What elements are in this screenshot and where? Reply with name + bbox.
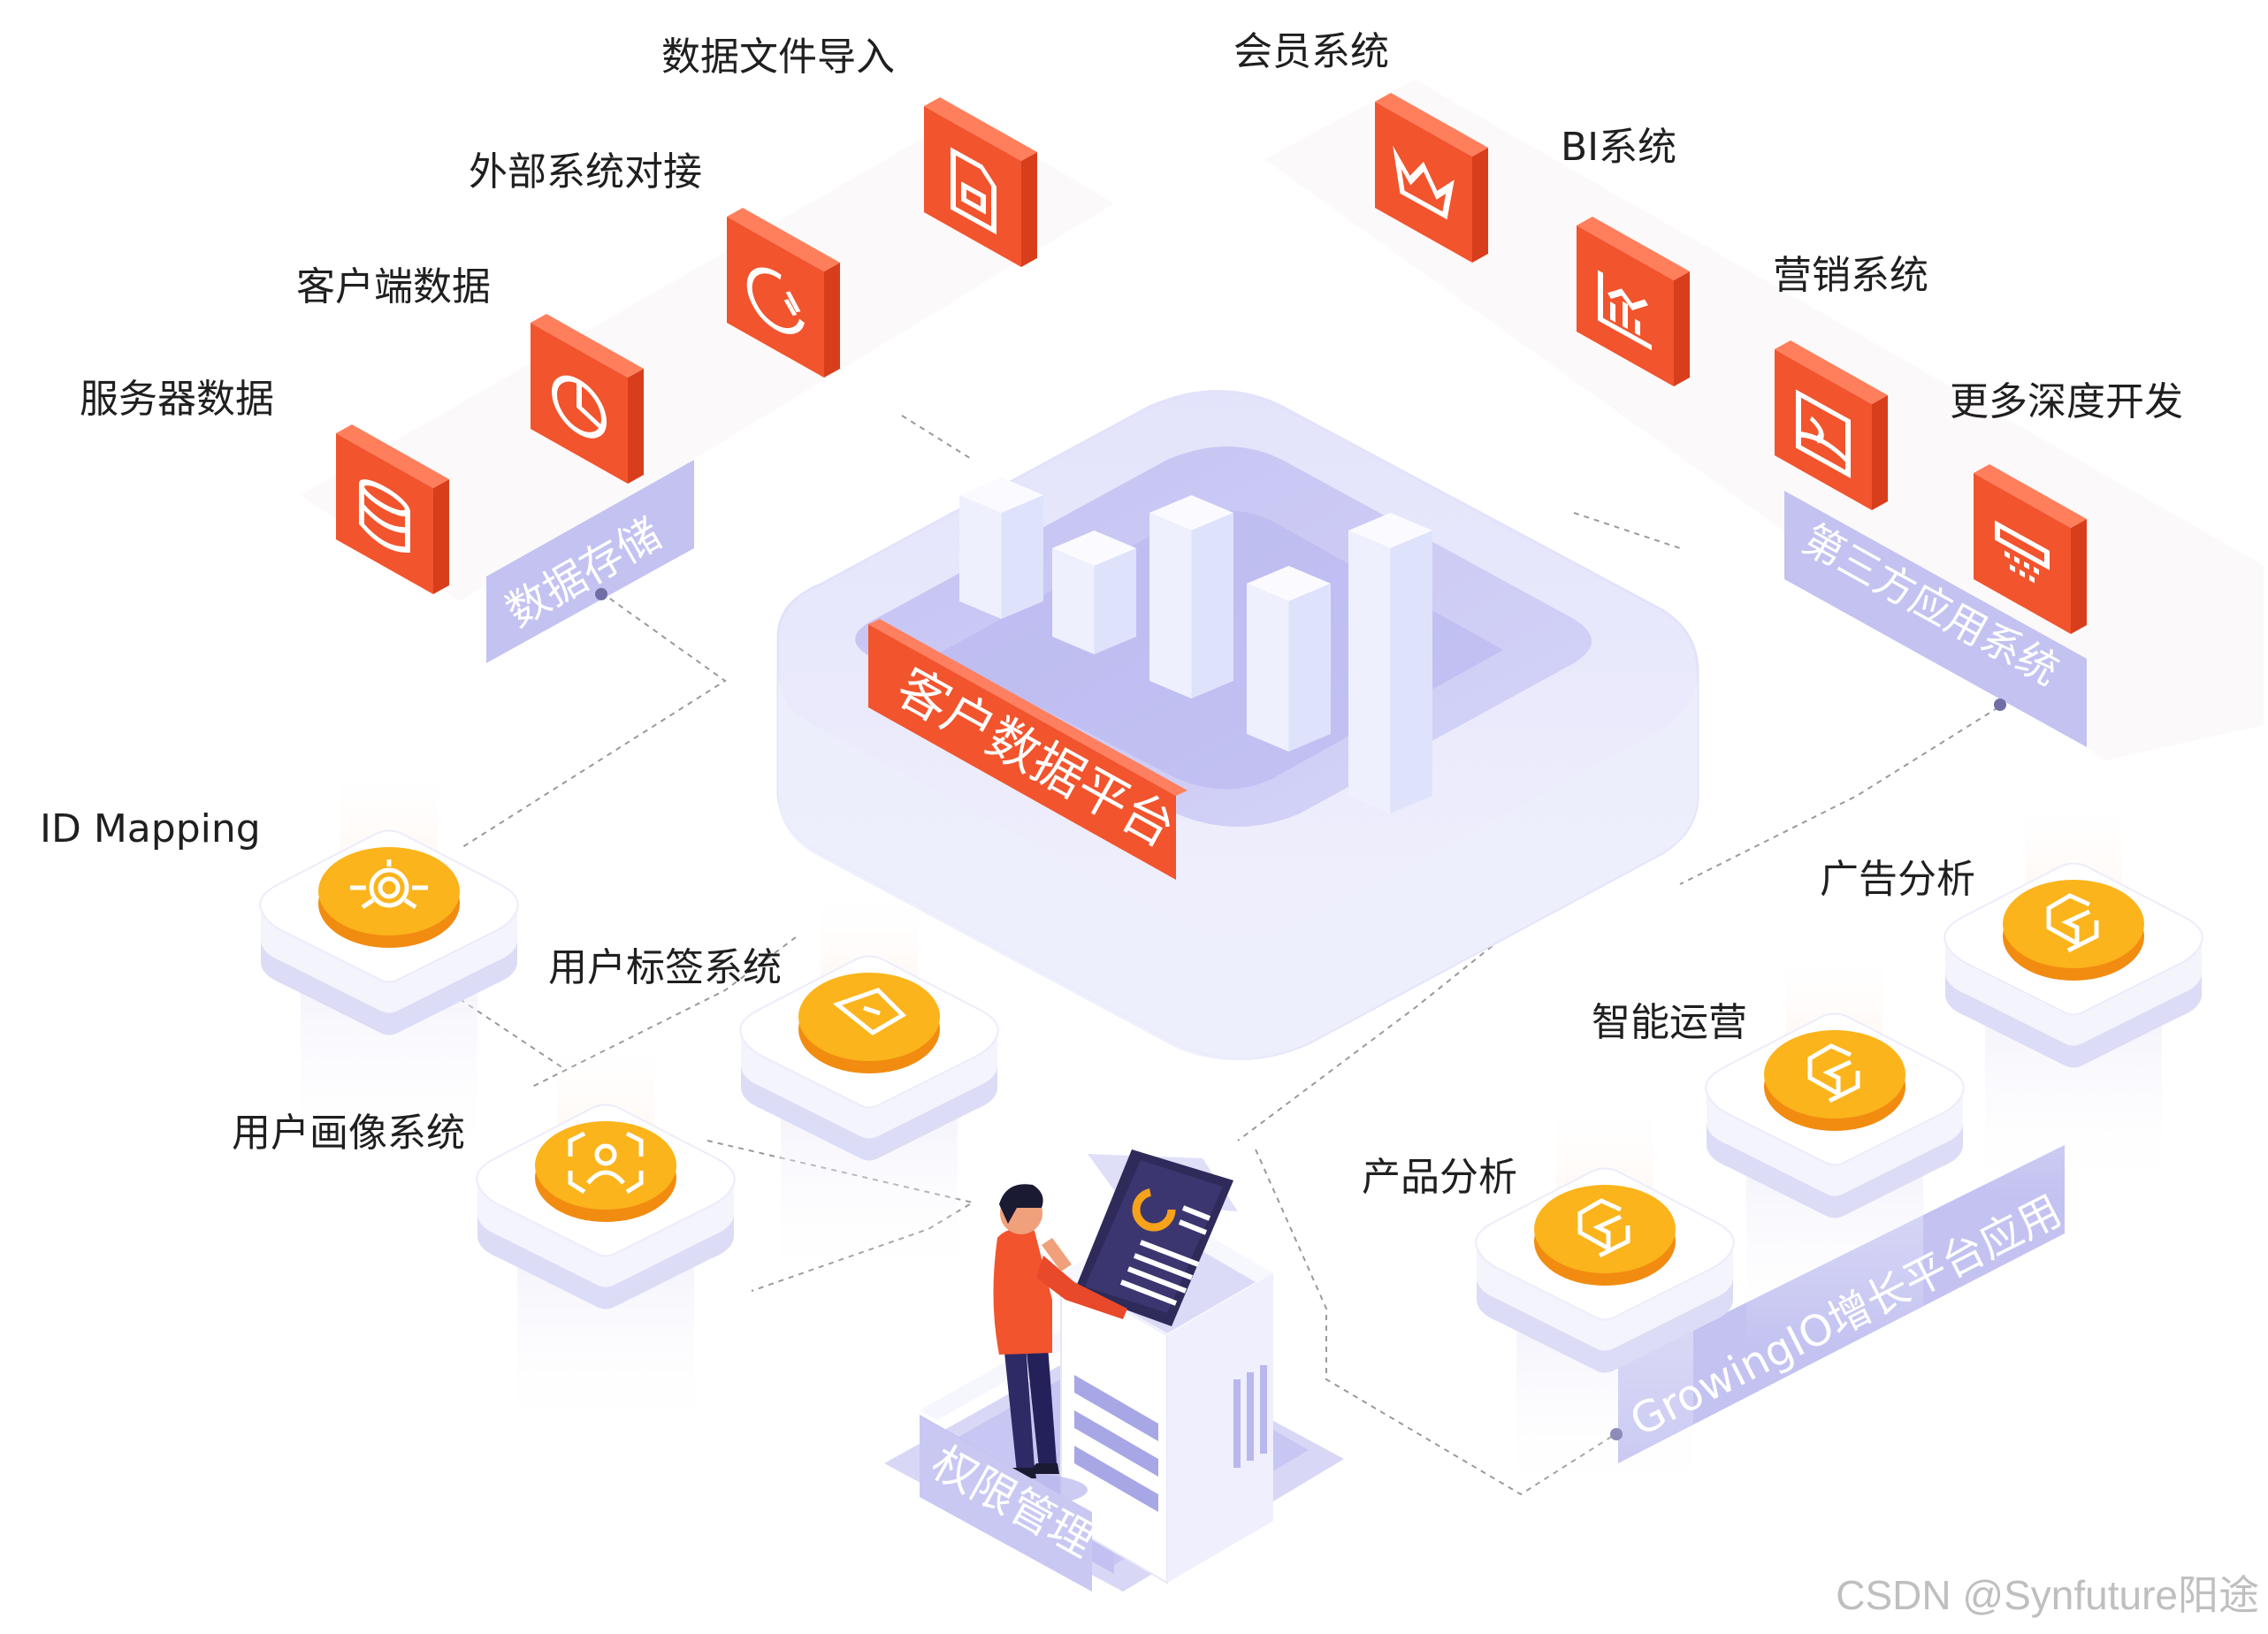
platform-bar-0 bbox=[959, 477, 1043, 619]
product-analysis-label: 产品分析 bbox=[1362, 1155, 1517, 1200]
growingio-logo-icon bbox=[1705, 942, 1965, 1348]
membership-system-label: 会员系统 bbox=[1233, 29, 1389, 74]
platform-bar-3 bbox=[1247, 566, 1331, 752]
tag-icon bbox=[739, 884, 999, 1291]
user-profile-system-label: 用户画像系统 bbox=[232, 1111, 465, 1156]
crown-icon bbox=[1375, 93, 1488, 263]
data-file-import-label: 数据文件导入 bbox=[661, 34, 895, 80]
database-icon bbox=[336, 424, 449, 594]
platform-label-banner bbox=[868, 619, 1187, 880]
smart-operation-label: 智能运营 bbox=[1592, 1000, 1747, 1045]
watermark: CSDN @Synfuture阳途 bbox=[1836, 1572, 2259, 1618]
growingio-logo-icon bbox=[1475, 1096, 1735, 1503]
data-storage-ribbon bbox=[486, 460, 694, 663]
donut-chart-icon bbox=[727, 208, 840, 378]
network-icon bbox=[259, 759, 519, 1165]
ad-analysis-label: 广告分析 bbox=[1820, 857, 1975, 902]
document-icon bbox=[924, 97, 1037, 267]
server-data-label: 服务器数据 bbox=[80, 377, 274, 422]
data-storage-node bbox=[595, 588, 607, 600]
platform-bar-4 bbox=[1348, 513, 1432, 813]
sources-backdrop bbox=[301, 115, 1114, 601]
growingio-logo-icon bbox=[1943, 791, 2203, 1198]
pie-chart-icon bbox=[531, 314, 644, 484]
bar-chart-icon bbox=[1577, 217, 1690, 386]
platform-bar-1 bbox=[1052, 531, 1136, 654]
permission-kiosk bbox=[884, 1149, 1344, 1592]
user-tag-system-label: 用户标签系统 bbox=[548, 945, 782, 990]
client-data-label: 客户端数据 bbox=[296, 264, 491, 309]
more-development-label: 更多深度开发 bbox=[1950, 379, 2183, 424]
source-icon-cubes bbox=[336, 93, 2087, 634]
external-system-label: 外部系统对接 bbox=[469, 149, 702, 195]
server-icon bbox=[1974, 464, 2087, 634]
platform-bars bbox=[959, 477, 1432, 813]
third-party-ribbon bbox=[1784, 491, 2087, 747]
marketing-system-label: 营销系统 bbox=[1773, 253, 1928, 298]
user-profile-icon bbox=[476, 1033, 736, 1439]
module-coins bbox=[259, 759, 2203, 1503]
id-mapping-label: ID Mapping bbox=[40, 806, 261, 851]
third-party-node bbox=[1994, 699, 2006, 711]
marketing-icon bbox=[1775, 340, 1888, 510]
platform-bar-2 bbox=[1149, 495, 1233, 699]
bi-system-label: BI系统 bbox=[1561, 125, 1677, 170]
